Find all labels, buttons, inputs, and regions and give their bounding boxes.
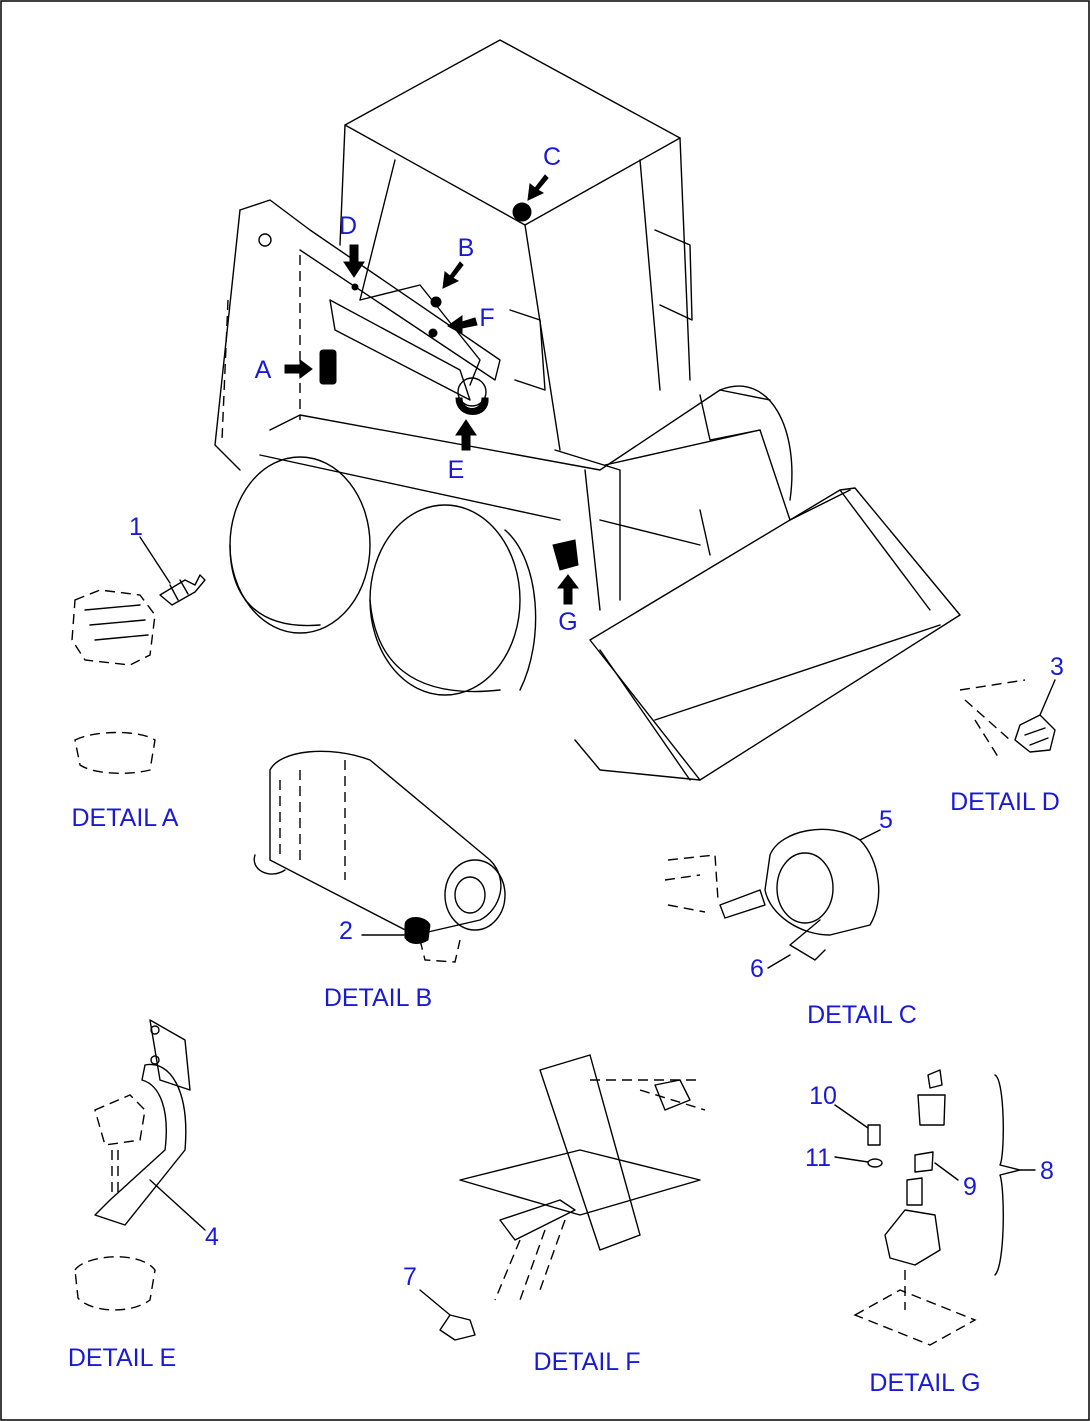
part-label-8: 8 [1040, 1157, 1054, 1185]
arrow-b [442, 261, 464, 289]
part-label-9: 9 [963, 1173, 977, 1201]
arrow-c [527, 174, 549, 201]
callout-g: G [558, 608, 577, 636]
part-label-5: 5 [879, 806, 893, 834]
part-label-2: 2 [339, 917, 353, 945]
callout-a: A [255, 356, 272, 384]
location-marker-a [319, 349, 337, 385]
part-label-3: 3 [1050, 653, 1064, 681]
location-marker-g [552, 539, 579, 571]
arrow-d [343, 244, 365, 278]
location-marker-c [512, 202, 532, 222]
detail-f-drawing [419, 1054, 706, 1341]
arrow-f [447, 315, 478, 335]
location-marker-d [351, 283, 359, 291]
detail-f-title: DETAIL F [534, 1348, 641, 1376]
detail-a-drawing [71, 536, 206, 774]
location-marker-f [428, 328, 438, 338]
part-label-11: 11 [805, 1144, 831, 1172]
leader-6 [767, 954, 791, 969]
detail-c-title: DETAIL C [807, 1001, 917, 1029]
detail-g-drawing [834, 1069, 1036, 1346]
callout-d: D [339, 212, 357, 240]
detail-c-drawing [664, 828, 881, 961]
detail-d-drawing [959, 679, 1056, 761]
detail-b-drawing [253, 750, 506, 963]
arrow-g [556, 574, 580, 605]
part-label-7: 7 [403, 1263, 417, 1291]
arrow-a [284, 359, 313, 379]
callout-c: C [543, 143, 561, 171]
location-marker-b [430, 296, 442, 308]
location-marker-e [455, 397, 489, 415]
part-label-6: 6 [750, 955, 764, 983]
part-label-4: 4 [205, 1223, 219, 1251]
detail-d-title: DETAIL D [950, 788, 1060, 816]
callout-f: F [479, 304, 494, 332]
callout-b: B [458, 234, 475, 262]
arrow-e [455, 419, 477, 451]
detail-a-title: DETAIL A [72, 804, 179, 832]
detail-g-title: DETAIL G [869, 1369, 980, 1397]
detail-e-drawing [74, 1019, 206, 1311]
part-label-10: 10 [809, 1082, 837, 1110]
part-label-1: 1 [129, 513, 143, 541]
detail-b-title: DETAIL B [324, 984, 432, 1012]
detail-e-title: DETAIL E [68, 1344, 176, 1372]
callout-e: E [448, 456, 465, 484]
loader-machine-drawing [214, 39, 961, 781]
